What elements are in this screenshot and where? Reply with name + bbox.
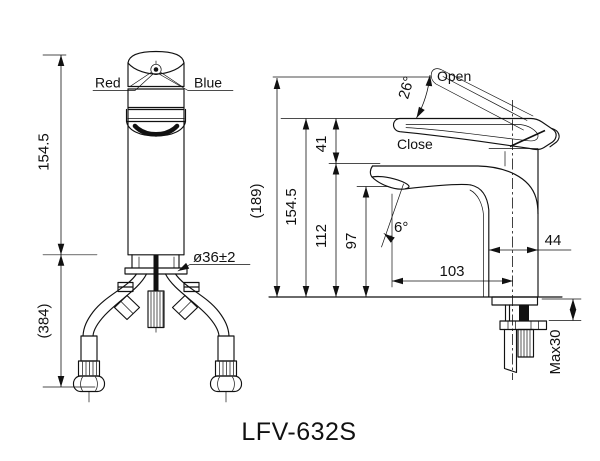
side-view: (189) 154.5 41 112 97 103 44 Max30 26° O… bbox=[248, 68, 582, 380]
handle-open-seam bbox=[442, 76, 528, 121]
label-red: Red bbox=[95, 75, 121, 91]
handle-rear-edge bbox=[509, 129, 546, 148]
dim-open-angle: 26° bbox=[395, 75, 418, 101]
washer-ear-right bbox=[183, 281, 200, 293]
front-cap-top bbox=[127, 50, 185, 64]
front-annotations: Red Blue 154.5 (384) ø36±2 bbox=[36, 54, 251, 388]
fitting-right-seam bbox=[178, 301, 192, 314]
hose-right bbox=[164, 273, 230, 337]
connector-left bbox=[72, 335, 106, 403]
dim-base-diameter: ø36±2 bbox=[193, 249, 235, 266]
fitting-left-seam bbox=[120, 301, 134, 314]
threaded-tube-threads bbox=[520, 329, 531, 357]
label-open: Open bbox=[437, 68, 471, 84]
red-leader bbox=[92, 74, 153, 91]
fitting-right bbox=[171, 294, 199, 321]
indicator-ring bbox=[150, 63, 162, 76]
dim-outlet-height: 97 bbox=[343, 233, 360, 250]
hose-left bbox=[82, 273, 148, 337]
dim-spout-top-height: 112 bbox=[313, 224, 330, 248]
washer-ear-left bbox=[117, 281, 134, 293]
side-under-deck bbox=[491, 296, 548, 374]
fitting-left bbox=[113, 294, 141, 321]
front-spout-seams bbox=[127, 106, 185, 111]
front-spout-band bbox=[125, 108, 187, 123]
front-supply-hoses bbox=[72, 273, 243, 403]
dim-max-deck-thickness: Max30 bbox=[547, 329, 564, 374]
threaded-stud bbox=[147, 290, 165, 329]
spout-tip-face bbox=[369, 165, 374, 178]
under-deck-flange bbox=[491, 296, 539, 306]
base-plate bbox=[124, 267, 188, 275]
dia-leader bbox=[177, 262, 251, 272]
spout-top bbox=[371, 165, 539, 215]
dim-hose-drop: (384) bbox=[36, 303, 53, 338]
outlet-angle-arc bbox=[383, 233, 395, 243]
dim-arc-26 bbox=[416, 74, 433, 119]
handle-open-outline bbox=[430, 68, 534, 131]
dim-handle-to-spout-top: 41 bbox=[313, 136, 330, 153]
ext-lines-max30 bbox=[541, 298, 582, 321]
handle-closed-seam bbox=[405, 124, 539, 142]
handle-rear-knob bbox=[549, 127, 560, 148]
base-neck-inner bbox=[138, 256, 175, 269]
spout-underside-and-front bbox=[404, 183, 490, 298]
dim-overall-height: (189) bbox=[248, 183, 265, 218]
dim-spout-reach: 103 bbox=[439, 263, 464, 280]
dim-outlet-angle: 6° bbox=[394, 219, 408, 236]
label-blue: Blue bbox=[194, 75, 222, 91]
side-annotations: (189) 154.5 41 112 97 103 44 Max30 26° O… bbox=[248, 68, 582, 375]
indicator-dot bbox=[153, 67, 159, 72]
aerator-outlet bbox=[371, 175, 410, 190]
model-number: LFV-632S bbox=[241, 418, 356, 446]
lock-nut bbox=[499, 320, 548, 331]
body-front-seam bbox=[469, 189, 484, 297]
front-aerator-arc bbox=[132, 123, 180, 137]
front-faucet-outline bbox=[125, 50, 187, 256]
front-body-sides bbox=[127, 88, 185, 256]
front-cap-sides bbox=[127, 62, 185, 88]
shank-sides bbox=[504, 304, 511, 322]
front-mounting-base bbox=[113, 254, 200, 335]
dim-height-to-deck: 154.5 bbox=[283, 188, 300, 226]
dim-body-depth: 44 bbox=[545, 232, 562, 249]
threaded-stud-threads bbox=[150, 291, 164, 328]
front-handle-seam bbox=[127, 85, 185, 90]
outlet-angle-line bbox=[381, 183, 404, 248]
shank-seal-black bbox=[519, 305, 529, 321]
front-view: Red Blue 154.5 (384) ø36±2 bbox=[36, 50, 251, 403]
threaded-tube bbox=[517, 328, 535, 358]
dim-body-height: 154.5 bbox=[36, 133, 53, 171]
mount-stud-black bbox=[153, 254, 159, 291]
ext-lines-side bbox=[272, 76, 432, 288]
blue-leader bbox=[159, 74, 234, 91]
mount-rod bbox=[503, 328, 518, 374]
label-close: Close bbox=[397, 136, 433, 152]
neck-seam bbox=[488, 148, 539, 167]
lock-nut-notches bbox=[507, 320, 539, 330]
front-cap-bottom bbox=[127, 62, 185, 75]
connector-right bbox=[209, 335, 243, 403]
front-cap-cone-lines bbox=[129, 60, 183, 87]
